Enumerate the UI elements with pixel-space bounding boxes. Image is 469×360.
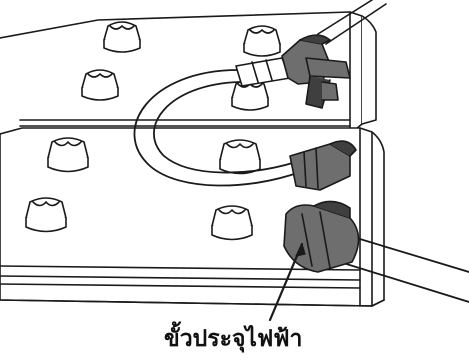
vent-cap (212, 206, 252, 240)
vent-cap (104, 22, 140, 52)
charging-terminal-label: ขั้วประจุไฟฟ้า (164, 322, 364, 356)
vent-cap (82, 70, 118, 100)
vent-cap (48, 138, 88, 172)
vent-cap (244, 26, 280, 56)
vent-cap (220, 140, 260, 174)
vent-cap (26, 198, 66, 232)
